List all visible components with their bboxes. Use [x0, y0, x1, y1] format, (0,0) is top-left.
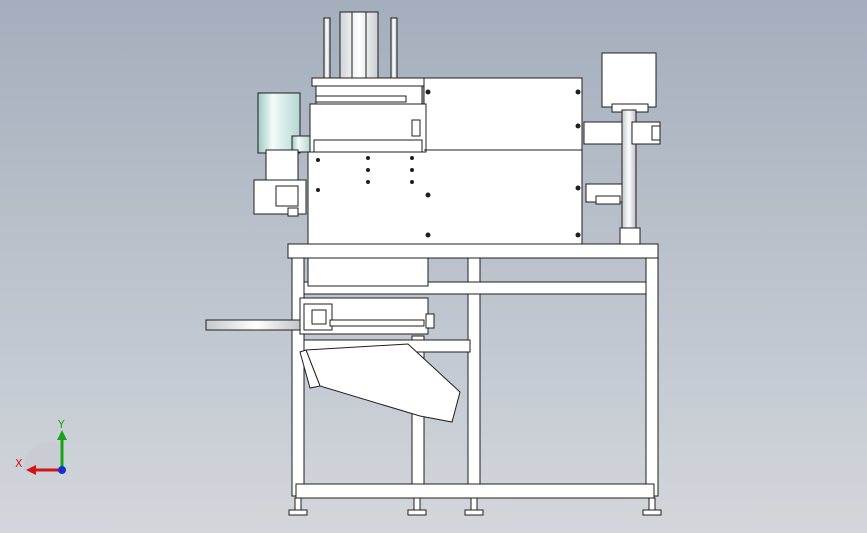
machine-feet	[288, 497, 662, 516]
y-axis-head	[57, 430, 67, 440]
x-axis-label: X	[15, 457, 23, 470]
drive-motor	[253, 92, 311, 217]
z-axis-dot	[58, 466, 66, 474]
table-top	[287, 243, 659, 259]
control-box	[583, 52, 661, 245]
x-axis-head	[26, 465, 36, 475]
y-axis-label: Y	[57, 418, 65, 431]
upper-housing	[307, 77, 583, 245]
roller-assembly	[205, 297, 435, 335]
top-cylinder	[311, 11, 427, 105]
discharge-chute	[299, 343, 461, 423]
coordinate-triad-icon: X Y	[15, 418, 67, 475]
triad-plane-icon	[23, 440, 62, 470]
